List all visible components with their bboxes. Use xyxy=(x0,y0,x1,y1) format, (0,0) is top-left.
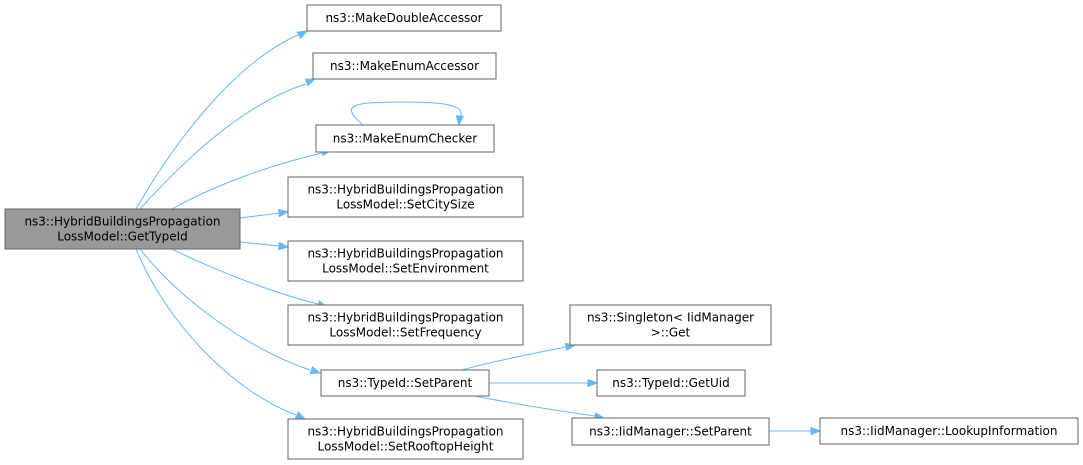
arrowhead-icon xyxy=(278,208,290,218)
node-label-line: LossModel::SetCitySize xyxy=(336,198,474,212)
node-iidsetpar[interactable]: ns3::IidManager::SetParent xyxy=(571,417,770,446)
node-label-line: ns3::TypeId::GetUid xyxy=(612,376,730,390)
node-box[interactable] xyxy=(287,176,524,218)
edge-line xyxy=(135,248,297,416)
node-label-line: >::Get xyxy=(651,326,691,340)
edge-line xyxy=(474,395,596,417)
edge-root-to-citysize xyxy=(239,208,290,219)
node-mkenumacc[interactable]: ns3::MakeEnumAccessor xyxy=(312,52,497,80)
node-label-line: ns3::MakeEnumChecker xyxy=(333,132,478,146)
node-citysize[interactable]: ns3::HybridBuildingsPropagationLossModel… xyxy=(287,176,524,218)
node-box[interactable] xyxy=(569,304,772,346)
node-label-line: ns3::HybridBuildingsPropagation xyxy=(307,311,503,325)
edge-line xyxy=(139,248,311,371)
arrowhead-icon xyxy=(309,366,322,375)
arrowhead-icon xyxy=(455,115,465,127)
node-mkdbl[interactable]: ns3::MakeDoubleAccessor xyxy=(306,4,502,32)
node-box[interactable] xyxy=(4,208,241,250)
edge-setparent-to-getuid xyxy=(489,378,599,388)
node-box[interactable] xyxy=(287,240,524,282)
edge-line xyxy=(351,101,462,126)
node-environ[interactable]: ns3::HybridBuildingsPropagationLossModel… xyxy=(287,240,524,282)
node-label-line: ns3::IidManager::SetParent xyxy=(589,425,752,439)
arrowhead-icon xyxy=(587,378,599,388)
edge-line xyxy=(135,34,299,210)
edge-setparent-to-singleton xyxy=(461,342,577,371)
node-box[interactable] xyxy=(306,4,502,32)
node-box[interactable] xyxy=(315,124,495,153)
node-label-line: ns3::Singleton< IidManager xyxy=(587,311,754,325)
node-label-line: LossModel::SetRooftopHeight xyxy=(318,440,494,454)
node-label-line: ns3::HybridBuildingsPropagation xyxy=(307,247,503,261)
edge-line xyxy=(171,248,319,305)
node-box[interactable] xyxy=(596,369,746,397)
node-label-line: ns3::HybridBuildingsPropagation xyxy=(307,425,503,439)
edge-root-to-mkenumacc xyxy=(139,78,317,210)
node-getuid[interactable]: ns3::TypeId::GetUid xyxy=(596,369,746,397)
edge-root-to-mkdbl xyxy=(135,30,309,210)
arrowhead-icon xyxy=(810,426,822,436)
node-box[interactable] xyxy=(320,369,490,397)
arrowhead-icon xyxy=(296,30,309,40)
node-rooftop[interactable]: ns3::HybridBuildingsPropagationLossModel… xyxy=(287,418,524,460)
node-label-line: ns3::IidManager::LookupInformation xyxy=(841,424,1058,438)
node-label-line: ns3::MakeDoubleAccessor xyxy=(325,11,482,25)
edge-root-to-setparent xyxy=(139,248,322,375)
node-box[interactable] xyxy=(819,417,1079,445)
edge-line xyxy=(461,346,567,371)
node-box[interactable] xyxy=(571,417,770,446)
edge-iidsetpar-to-lookup xyxy=(769,426,822,436)
edge-root-to-rooftop xyxy=(135,248,307,420)
edge-root-to-environ xyxy=(239,241,290,251)
arrowhead-icon xyxy=(304,78,317,87)
node-singleton[interactable]: ns3::Singleton< IidManager>::Get xyxy=(569,304,772,346)
node-setparent[interactable]: ns3::TypeId::SetParent xyxy=(320,369,490,397)
node-label-line: LossModel::GetTypeId xyxy=(57,230,188,244)
node-box[interactable] xyxy=(287,304,524,346)
node-label-line: ns3::MakeEnumAccessor xyxy=(330,59,479,73)
edge-mkenumchk-to-mkenumchk xyxy=(351,101,465,127)
node-lookup[interactable]: ns3::IidManager::LookupInformation xyxy=(819,417,1079,445)
call-graph-edges xyxy=(135,30,822,436)
node-mkenumchk[interactable]: ns3::MakeEnumChecker xyxy=(315,124,495,153)
node-label-line: ns3::HybridBuildingsPropagation xyxy=(24,215,220,229)
edge-line xyxy=(239,241,280,247)
node-label-line: LossModel::SetFrequency xyxy=(329,326,481,340)
edge-line xyxy=(139,83,307,210)
node-box[interactable] xyxy=(287,418,524,460)
node-root[interactable]: ns3::HybridBuildingsPropagationLossModel… xyxy=(4,208,241,250)
edge-line xyxy=(239,212,280,219)
call-graph-nodes: ns3::HybridBuildingsPropagationLossModel… xyxy=(4,4,1079,460)
node-freq[interactable]: ns3::HybridBuildingsPropagationLossModel… xyxy=(287,304,524,346)
edge-line xyxy=(171,152,323,210)
arrowhead-icon xyxy=(278,241,290,251)
node-label-line: LossModel::SetEnvironment xyxy=(322,262,489,276)
node-label-line: ns3::HybridBuildingsPropagation xyxy=(307,183,503,197)
node-label-line: ns3::TypeId::SetParent xyxy=(338,376,473,390)
node-box[interactable] xyxy=(312,52,497,80)
